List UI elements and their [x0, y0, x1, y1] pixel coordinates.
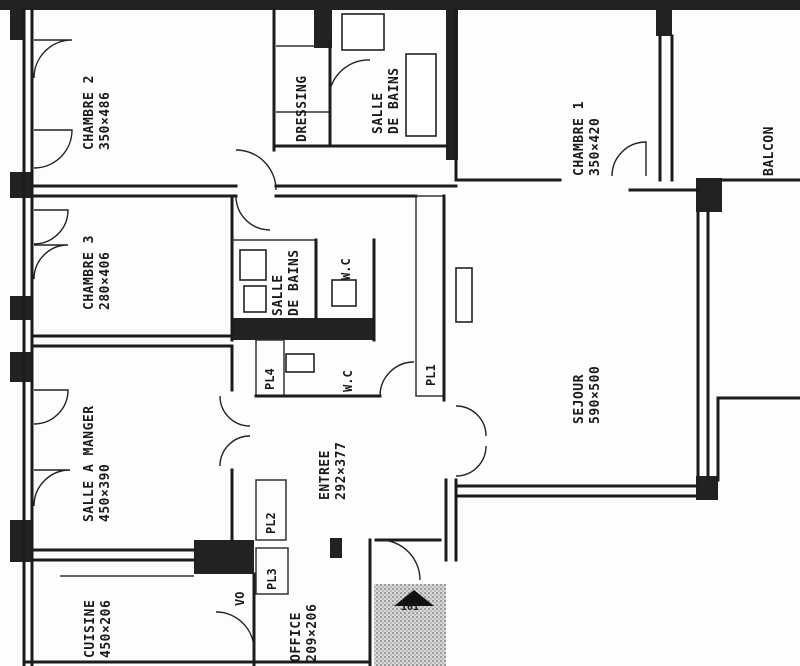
closet-pl3: PL3	[265, 568, 279, 590]
sejour-size: 590×500	[588, 366, 603, 424]
top-wall	[0, 0, 800, 10]
pillar	[10, 520, 32, 562]
pillar	[696, 476, 718, 500]
salle-a-manger-name: SALLE A MANGER	[82, 405, 97, 522]
entree-size: 292×377	[334, 442, 349, 500]
salle-a-manger-size: 450×390	[98, 464, 113, 522]
office-name: OFFICE	[289, 612, 304, 662]
pillar	[656, 10, 672, 36]
chambre1-size: 350×420	[588, 118, 603, 176]
pillar	[10, 296, 32, 320]
entrance-mark: 101	[401, 602, 419, 613]
doors	[33, 39, 647, 651]
bath1-line2: DE BAINS	[387, 67, 402, 134]
bathtub-1	[405, 53, 437, 137]
chambre2-size: 350×486	[98, 92, 113, 150]
pillar	[10, 352, 32, 382]
bath2-line2: DE BAINS	[287, 249, 302, 316]
toilet-1	[331, 279, 357, 307]
chambre3-size: 280×406	[98, 252, 113, 310]
chambre2-name: CHAMBRE 2	[82, 75, 97, 150]
cuisine-size: 450×206	[99, 600, 114, 658]
cuisine-name: CUISINE	[83, 600, 98, 658]
wall-bathroom-bottom	[232, 318, 374, 340]
sink-2	[239, 249, 267, 281]
bidet	[243, 285, 267, 313]
entree-name: ENTREE	[318, 450, 333, 500]
entrance-arrow-icon	[394, 590, 434, 606]
dressing-name: DRESSING	[295, 75, 310, 142]
pillar	[10, 172, 32, 198]
pillar	[314, 10, 332, 48]
chambre3-name: CHAMBRE 3	[82, 235, 97, 310]
wc1-name: W.C	[339, 258, 353, 280]
pillar-kitchen	[194, 540, 254, 574]
sejour-name: SEJOUR	[572, 374, 587, 424]
bath1-line1: SALLE	[371, 92, 386, 134]
pillar-top-left	[10, 10, 24, 40]
office-size: 209×206	[305, 604, 320, 662]
toilet-2	[285, 353, 315, 373]
pillar-balcony	[696, 178, 722, 212]
closet-pl4: PL4	[263, 368, 277, 390]
walls	[22, 8, 800, 666]
balcon-name: BALCON	[762, 126, 777, 176]
bath2-line1: SALLE	[271, 274, 286, 316]
chambre1-name: CHAMBRE 1	[572, 101, 587, 176]
pillar	[330, 538, 342, 558]
wc2-name: W.C	[341, 370, 355, 392]
sink-1	[341, 13, 385, 51]
closet-vo: VO	[233, 592, 247, 606]
closet-pl1: PL1	[424, 364, 438, 386]
closet-pl2: PL2	[264, 512, 278, 534]
fixtures	[239, 13, 437, 373]
room-labels: CHAMBRE 2 350×486 DRESSING SALLE DE BAIN…	[82, 67, 777, 662]
